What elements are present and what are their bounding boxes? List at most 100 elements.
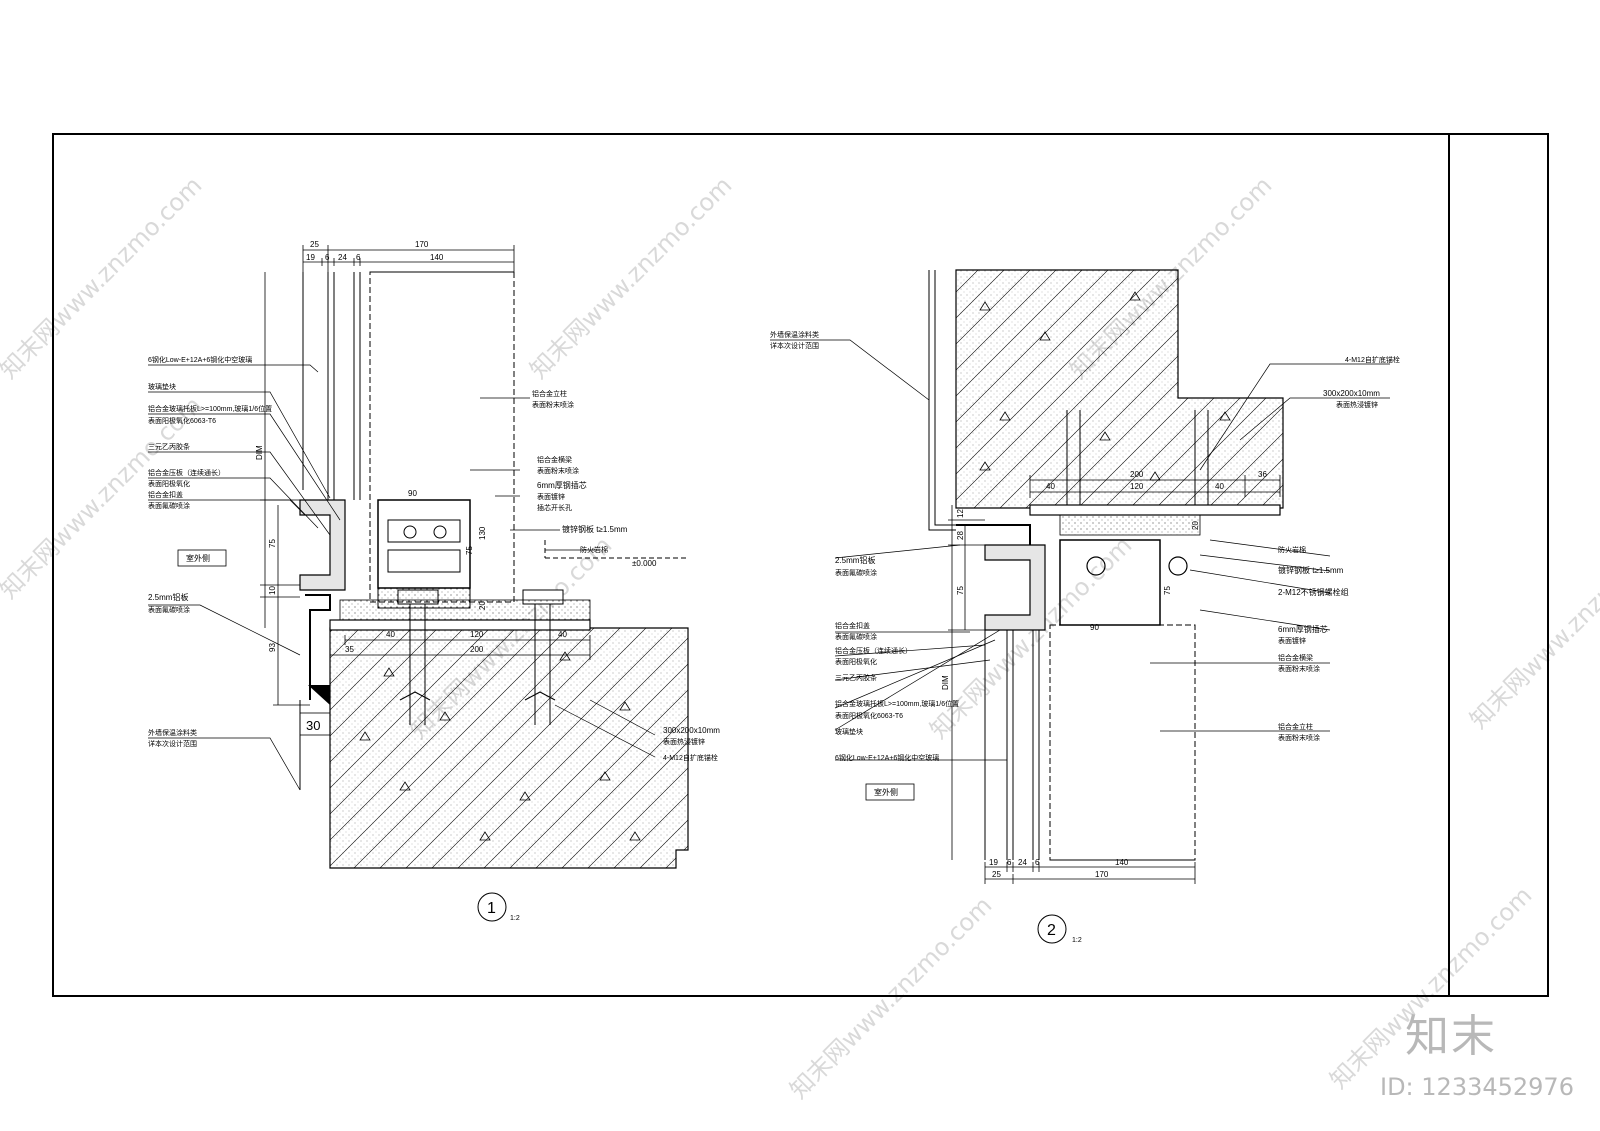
callout-text: 铝合金压板（连续通长） (148, 468, 225, 477)
callout-text: 详本次设计范围 (770, 341, 819, 350)
concrete-aggregate (330, 628, 688, 868)
callout-text: 表面粉末喷涂 (1278, 733, 1320, 742)
dim-label: 120 (470, 630, 484, 639)
callout-text: 外墙保温涂料类 (148, 728, 197, 737)
dim-label: 75 (268, 539, 277, 548)
dim-label: 19 (989, 858, 998, 867)
dim-label: 40 (558, 630, 567, 639)
zero-level-text: ±0.000 (632, 559, 657, 568)
anchor-bolt (399, 595, 556, 725)
dim-label: 24 (338, 253, 347, 262)
dim-label: 40 (386, 630, 395, 639)
callout-text: 镀锌钢板 t≥1.5mm (1278, 565, 1344, 575)
dim-label: 20 (1191, 521, 1200, 530)
callout-text: 表面粉末喷涂 (1278, 664, 1320, 673)
detail-1: 25 170 19 6 24 6 140 DIM 75 10 93 90 130… (148, 240, 720, 922)
watermark-site-text: 知末网www.znzmo.com (784, 891, 997, 1104)
callout-text: 6钢化Low-E+12A+6钢化中空玻璃 (835, 753, 939, 762)
zero-level-mark (544, 540, 688, 559)
insulated-glass-unit (302, 272, 361, 500)
left-callout-leaders (148, 364, 341, 791)
callout-text: 铝合金玻璃托板L>=100mm,玻璃1/6位置 (148, 404, 272, 413)
dim-label: 28 (956, 531, 965, 540)
callout-text: 6mm厚钢插芯 (537, 480, 587, 490)
callout-text: 铝合金扣盖 (835, 621, 870, 630)
dim-label: 170 (1095, 870, 1109, 879)
dim-label: DIM (255, 445, 264, 460)
detail-scale: 1:2 (1072, 937, 1082, 944)
callout-text: 铝合金横梁 (537, 455, 572, 464)
dim-label: DIM (941, 675, 950, 690)
callout-text: 表面氟碳喷涂 (148, 605, 190, 614)
aluminum-transom (377, 499, 471, 589)
dim-label: 25 (992, 870, 1001, 879)
callout-text: 表面氟碳喷涂 (148, 501, 190, 510)
aluminum-mullion (369, 271, 515, 603)
callout-text: 6钢化Low-E+12A+6钢化中空玻璃 (148, 355, 252, 364)
dim-label: 6 (325, 253, 330, 262)
dim-label: 170 (415, 240, 429, 249)
watermark-brand: 知末 (1405, 1011, 1497, 1062)
aluminum-sheet (305, 594, 331, 700)
right-callout-leaders (470, 397, 656, 758)
callout-text: 表面阳极氧化 (148, 479, 190, 488)
callout-text: 2.5mm铝板 (148, 592, 188, 602)
dim-label: 19 (306, 253, 315, 262)
callout-text: 表面氟碳喷涂 (835, 568, 877, 577)
bottom-dimensions (984, 862, 1196, 884)
callout-text: 表面镀锌 (1278, 636, 1306, 645)
dim-label: 12 (956, 509, 965, 518)
callout-text: 铝合金扣盖 (148, 490, 183, 499)
callout-text: 2.5mm铝板 (835, 555, 875, 565)
aluminum-mullion (1049, 624, 1196, 861)
detail-2: 200 40 120 40 36 12 28 75 DIM 20 75 90 1… (770, 269, 1400, 944)
pressure-plate-and-cap (299, 499, 346, 591)
callout-text: 300x200x10mm (1323, 389, 1380, 398)
callout-text: 表面氟碳喷涂 (835, 632, 877, 641)
pressure-plate-and-cap (984, 544, 1046, 631)
left-callout-leaders (770, 339, 1007, 761)
dim-label: 24 (1018, 858, 1027, 867)
callout-text: 6mm厚钢插芯 (1278, 624, 1328, 634)
aluminum-sheet (956, 524, 1031, 545)
callout-text: 铝合金立柱 (1278, 722, 1313, 731)
dim-label: 40 (1215, 482, 1224, 491)
callout-text: 表面粉末喷涂 (537, 466, 579, 475)
detail-number-circle (1037, 914, 1067, 944)
dim-label: 35 (345, 645, 354, 654)
watermark-image-id: ID: 1233452976 (1380, 1073, 1574, 1101)
detail-number-circle (477, 892, 507, 922)
callout-text: 铝合金玻璃托板L>=100mm,玻璃1/6位置 (835, 699, 959, 708)
dim-label: 200 (1130, 470, 1144, 479)
dim-label: 75 (465, 546, 474, 555)
outdoor-side-label: 室外侧 (874, 787, 898, 797)
dim-label: 140 (430, 253, 444, 262)
anchor-bolt (1066, 410, 1209, 505)
callout-text: 表面镀锌 (537, 492, 565, 501)
exterior-wall-line (928, 270, 956, 531)
top-dimensions (1029, 475, 1281, 498)
dim-label: 140 (1115, 858, 1129, 867)
watermark-site-text: 知末网www.znzmo.com (524, 171, 737, 384)
dim-label: 36 (1258, 470, 1267, 479)
callout-text: 防火岩棉 (580, 545, 608, 554)
dim-label: 93 (268, 643, 277, 652)
callout-text: 4-M12自扩底锚栓 (1345, 355, 1400, 364)
callout-text: 三元乙丙胶条 (148, 442, 190, 451)
callout-text: 三元乙丙胶条 (835, 673, 877, 682)
callout-text: 表面阳极氧化 (835, 657, 877, 666)
callout-text: 玻璃垫块 (835, 727, 863, 736)
callout-text: 表面热浸镀锌 (663, 737, 705, 746)
callout-text: 2-M12不锈钢螺栓组 (1278, 587, 1349, 597)
dim-label: 20 (478, 601, 487, 610)
dim-label: 90 (408, 489, 417, 498)
dim-label: 120 (1130, 482, 1144, 491)
callout-text: 表面热浸镀锌 (1336, 400, 1378, 409)
dim-label: 75 (1163, 586, 1172, 595)
callout-text: 表面粉末喷涂 (532, 400, 574, 409)
embed-steel-plate (329, 619, 591, 631)
detail-scale: 1:2 (510, 915, 520, 922)
callout-text: 插芯开长孔 (537, 503, 572, 512)
embed-steel-plate (1029, 504, 1281, 516)
